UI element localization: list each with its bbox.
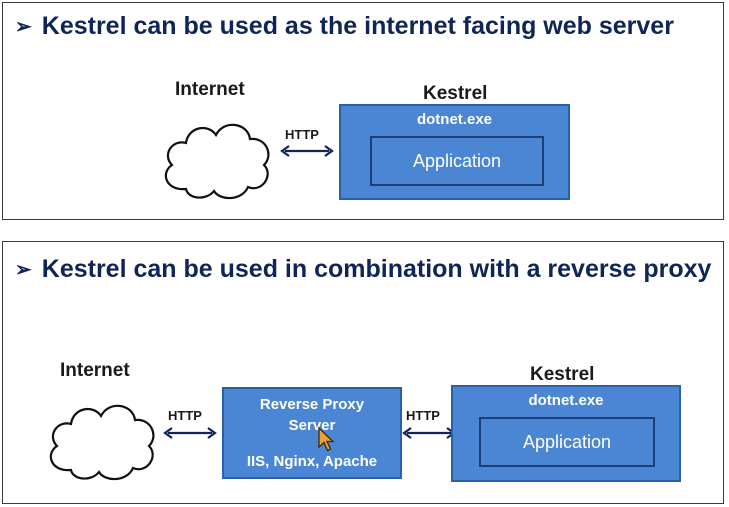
application-box: Application	[370, 136, 544, 186]
bullet-arrow-icon: ➢	[15, 259, 32, 281]
internet-label: Internet	[60, 360, 130, 381]
http-label-left: HTTP	[168, 408, 202, 423]
http-label-right: HTTP	[406, 408, 440, 423]
heading-text: Kestrel can be used as the internet faci…	[41, 12, 674, 40]
bullet-arrow-icon: ➢	[15, 16, 32, 38]
internet-label: Internet	[175, 79, 245, 100]
process-label: dotnet.exe	[528, 392, 604, 409]
kestrel-label: Kestrel	[530, 364, 595, 385]
proxy-examples: IIS, Nginx, Apache	[246, 453, 378, 470]
panel-reverse-proxy: ➢ Kestrel can be used in combination wit…	[2, 241, 724, 504]
cloud-icon	[164, 123, 270, 200]
kestrel-label: Kestrel	[423, 83, 488, 104]
cloud-icon	[49, 404, 155, 481]
kestrel-server-box: dotnet.exe Application	[339, 104, 570, 200]
section-heading: ➢ Kestrel can be used as the internet fa…	[15, 9, 715, 44]
proxy-title: Reverse Proxy Server	[259, 396, 365, 434]
heading-text: Kestrel can be used in combination with …	[41, 255, 712, 283]
application-label: Application	[412, 150, 502, 171]
panel-internet-facing: ➢ Kestrel can be used as the internet fa…	[2, 2, 724, 220]
reverse-proxy-server-box: Reverse Proxy Server IIS, Nginx, Apache	[222, 387, 402, 479]
application-label: Application	[522, 431, 612, 452]
application-box: Application	[479, 417, 655, 467]
bidirectional-arrow-icon	[402, 427, 456, 439]
section-heading: ➢ Kestrel can be used in combination wit…	[15, 252, 715, 287]
bidirectional-arrow-icon	[280, 145, 334, 157]
process-label: dotnet.exe	[416, 111, 492, 128]
bidirectional-arrow-icon	[163, 427, 217, 439]
kestrel-server-box: dotnet.exe Application	[451, 385, 681, 482]
mouse-cursor-icon	[318, 426, 335, 452]
http-label: HTTP	[285, 127, 319, 142]
